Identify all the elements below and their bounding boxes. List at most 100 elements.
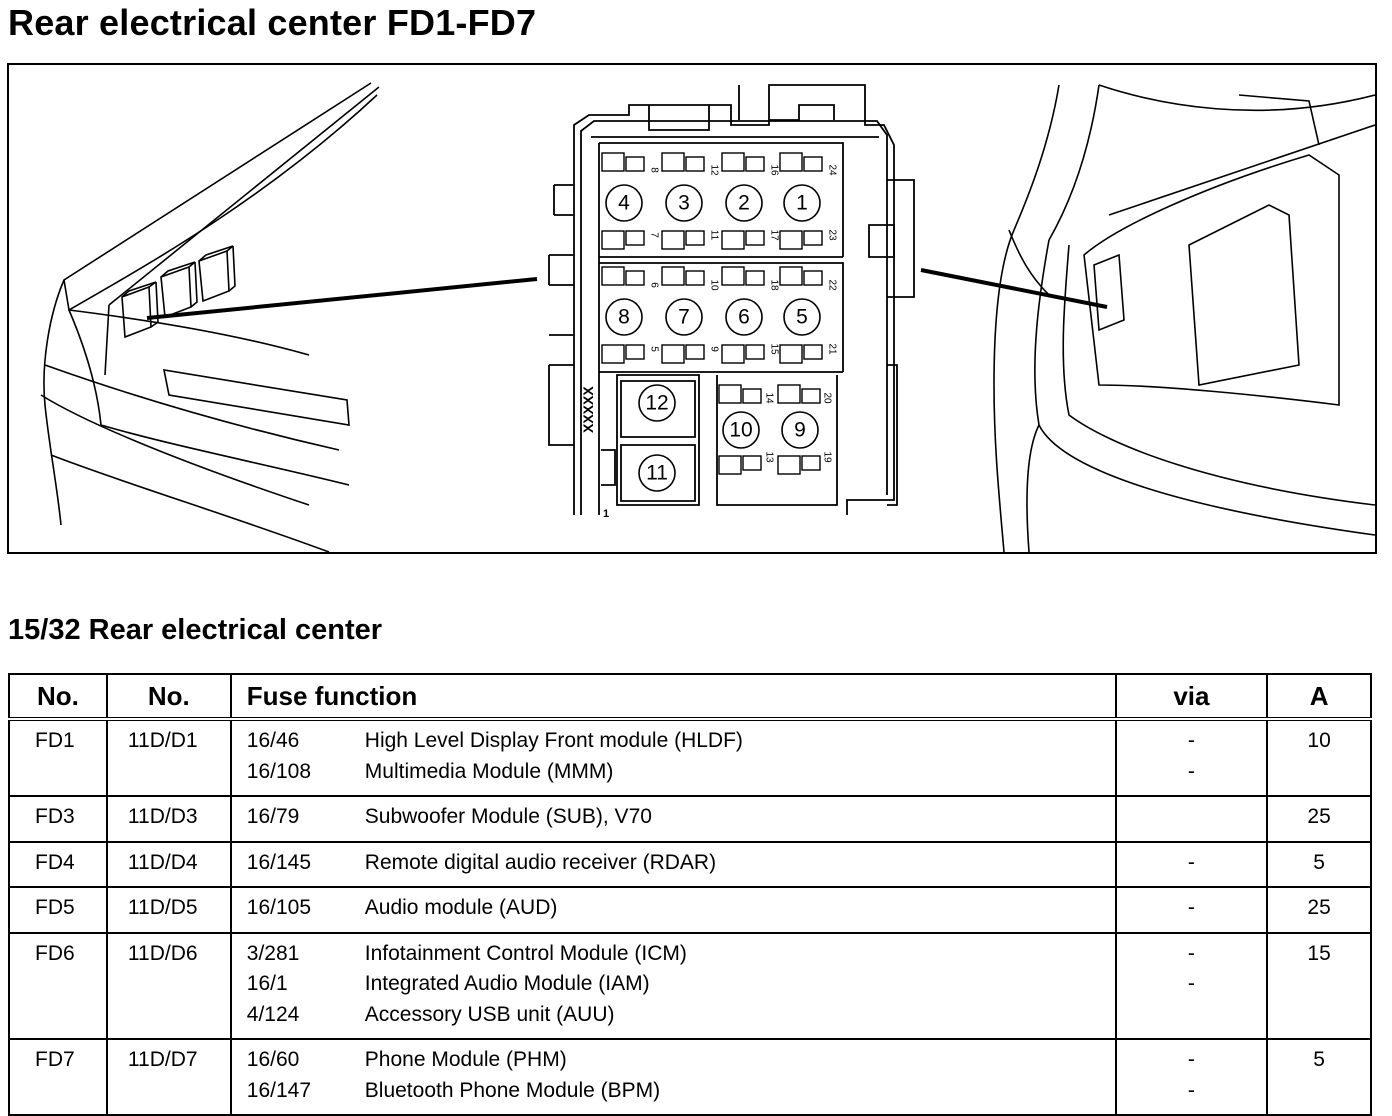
terminal-number: 6: [649, 282, 660, 288]
header-fuse-function: Fuse function: [229, 673, 1117, 721]
function-code: 16/147: [246, 1078, 312, 1102]
fuse-position-circle: [783, 298, 821, 336]
function-code: 16/145: [246, 850, 312, 874]
function-text: Multimedia Module (MMM): [364, 759, 614, 783]
function-code: 16/1: [246, 972, 288, 995]
function-code: 16/46: [246, 729, 300, 752]
function-text: Integrated Audio Module (IAM): [364, 972, 650, 995]
fuse-position-circle: [783, 184, 821, 222]
fuse-number: FD4: [8, 840, 108, 887]
fuse-terminal: [803, 344, 823, 360]
fuse-position-circle: [638, 454, 676, 492]
fuse-position-circle: [725, 184, 763, 222]
fuse-position-number: 3: [678, 192, 690, 215]
function-text: Infotainment Control Module (ICM): [364, 941, 687, 965]
fuse-ampere: 10: [1266, 718, 1372, 796]
via-value: [1117, 1000, 1267, 1031]
terminal-number: 22: [827, 279, 838, 291]
terminal-number: 12: [709, 164, 720, 176]
function-code: 16/105: [246, 896, 312, 919]
fuse-terminal: [742, 455, 762, 471]
terminal-number: 7: [649, 232, 660, 238]
fuse-via: -: [1114, 840, 1269, 887]
fuse-terminal: [779, 344, 803, 364]
table-header-row: No. No. Fuse function via A: [8, 673, 1372, 721]
fuse-terminal: [803, 230, 823, 246]
header-ampere: A: [1266, 673, 1372, 721]
fuse-number: FD1: [8, 718, 108, 796]
terminal-number: 10: [709, 279, 720, 291]
via-value: -: [1187, 729, 1195, 752]
fuse-box-diagram: 4873121121617124238657109618155222112111…: [40, 82, 1375, 552]
fuse-terminal: [625, 344, 645, 360]
fuse-location: 11D/D1: [105, 718, 232, 796]
function-text: Phone Module (PHM): [364, 1048, 567, 1071]
fuse-position-number: 8: [618, 306, 630, 329]
terminal-number: 18: [769, 279, 780, 291]
fuse-ampere: 25: [1266, 886, 1372, 933]
section-title: 15/32 Rear electrical center: [8, 614, 383, 646]
fuse-terminal: [625, 230, 645, 246]
fuse-terminal: [745, 156, 765, 172]
fuse-terminal: [721, 230, 745, 250]
fuse-position-circle: [605, 184, 643, 222]
fuse-location: 11D/D3: [105, 795, 232, 842]
fuse-terminal: [803, 270, 823, 286]
fuse-position-circle: [638, 384, 676, 422]
fuse-position-number: 11: [646, 462, 668, 485]
fuse-ampere: 5: [1266, 840, 1372, 887]
fuse-terminal: [779, 152, 803, 172]
via-value: [1117, 802, 1267, 833]
fuse-position-number: 4: [618, 192, 630, 215]
fuse-terminal: [801, 455, 821, 471]
fuse-via: -: [1114, 886, 1269, 933]
terminal-number: 17: [769, 229, 780, 241]
fuse-terminal: [745, 230, 765, 246]
fuse-terminal: [601, 152, 625, 172]
via-value: -: [1187, 896, 1195, 919]
fuse-terminal: [779, 230, 803, 250]
function-text: Accessory USB unit (AUU): [364, 1002, 615, 1026]
fuse-via: --: [1114, 931, 1269, 1039]
page-title: Rear electrical center FD1-FD7: [8, 2, 537, 43]
fuse-position-number: 10: [729, 419, 752, 442]
via-value: -: [1187, 941, 1195, 965]
header-no: No.: [8, 673, 108, 721]
fuse-terminal: [625, 270, 645, 286]
function-line: 16/145 Remote digital audio receiver (RDA…: [247, 848, 1115, 879]
function-line: 16/1 Integrated Audio Module (IAM): [247, 969, 1115, 1000]
fuse-terminal: [777, 455, 801, 475]
fuse-terminal: [685, 156, 705, 172]
via-value: -: [1187, 850, 1195, 874]
fuse-slot-group: [601, 152, 823, 475]
fuse-ampere: 25: [1266, 795, 1372, 842]
fuse-terminal: [777, 384, 801, 404]
fuse-terminal: [661, 230, 685, 250]
fuse-via: --: [1114, 718, 1269, 796]
function-code: 16/108: [246, 759, 312, 783]
fuse-position-circle: [725, 298, 763, 336]
function-text: Remote digital audio receiver (RDAR): [364, 850, 717, 874]
terminal-number: 23: [827, 229, 838, 241]
via-value: -: [1187, 759, 1195, 783]
via-value: -: [1187, 972, 1195, 995]
header-no-2: No.: [105, 673, 232, 721]
fuse-terminal: [661, 344, 685, 364]
terminal-number: 24: [827, 164, 838, 176]
fuse-terminal: [625, 156, 645, 172]
fuse-ampere: 15: [1266, 931, 1372, 1039]
fuse-terminal: [803, 156, 823, 172]
function-text: Subwoofer Module (SUB), V70: [364, 805, 652, 828]
